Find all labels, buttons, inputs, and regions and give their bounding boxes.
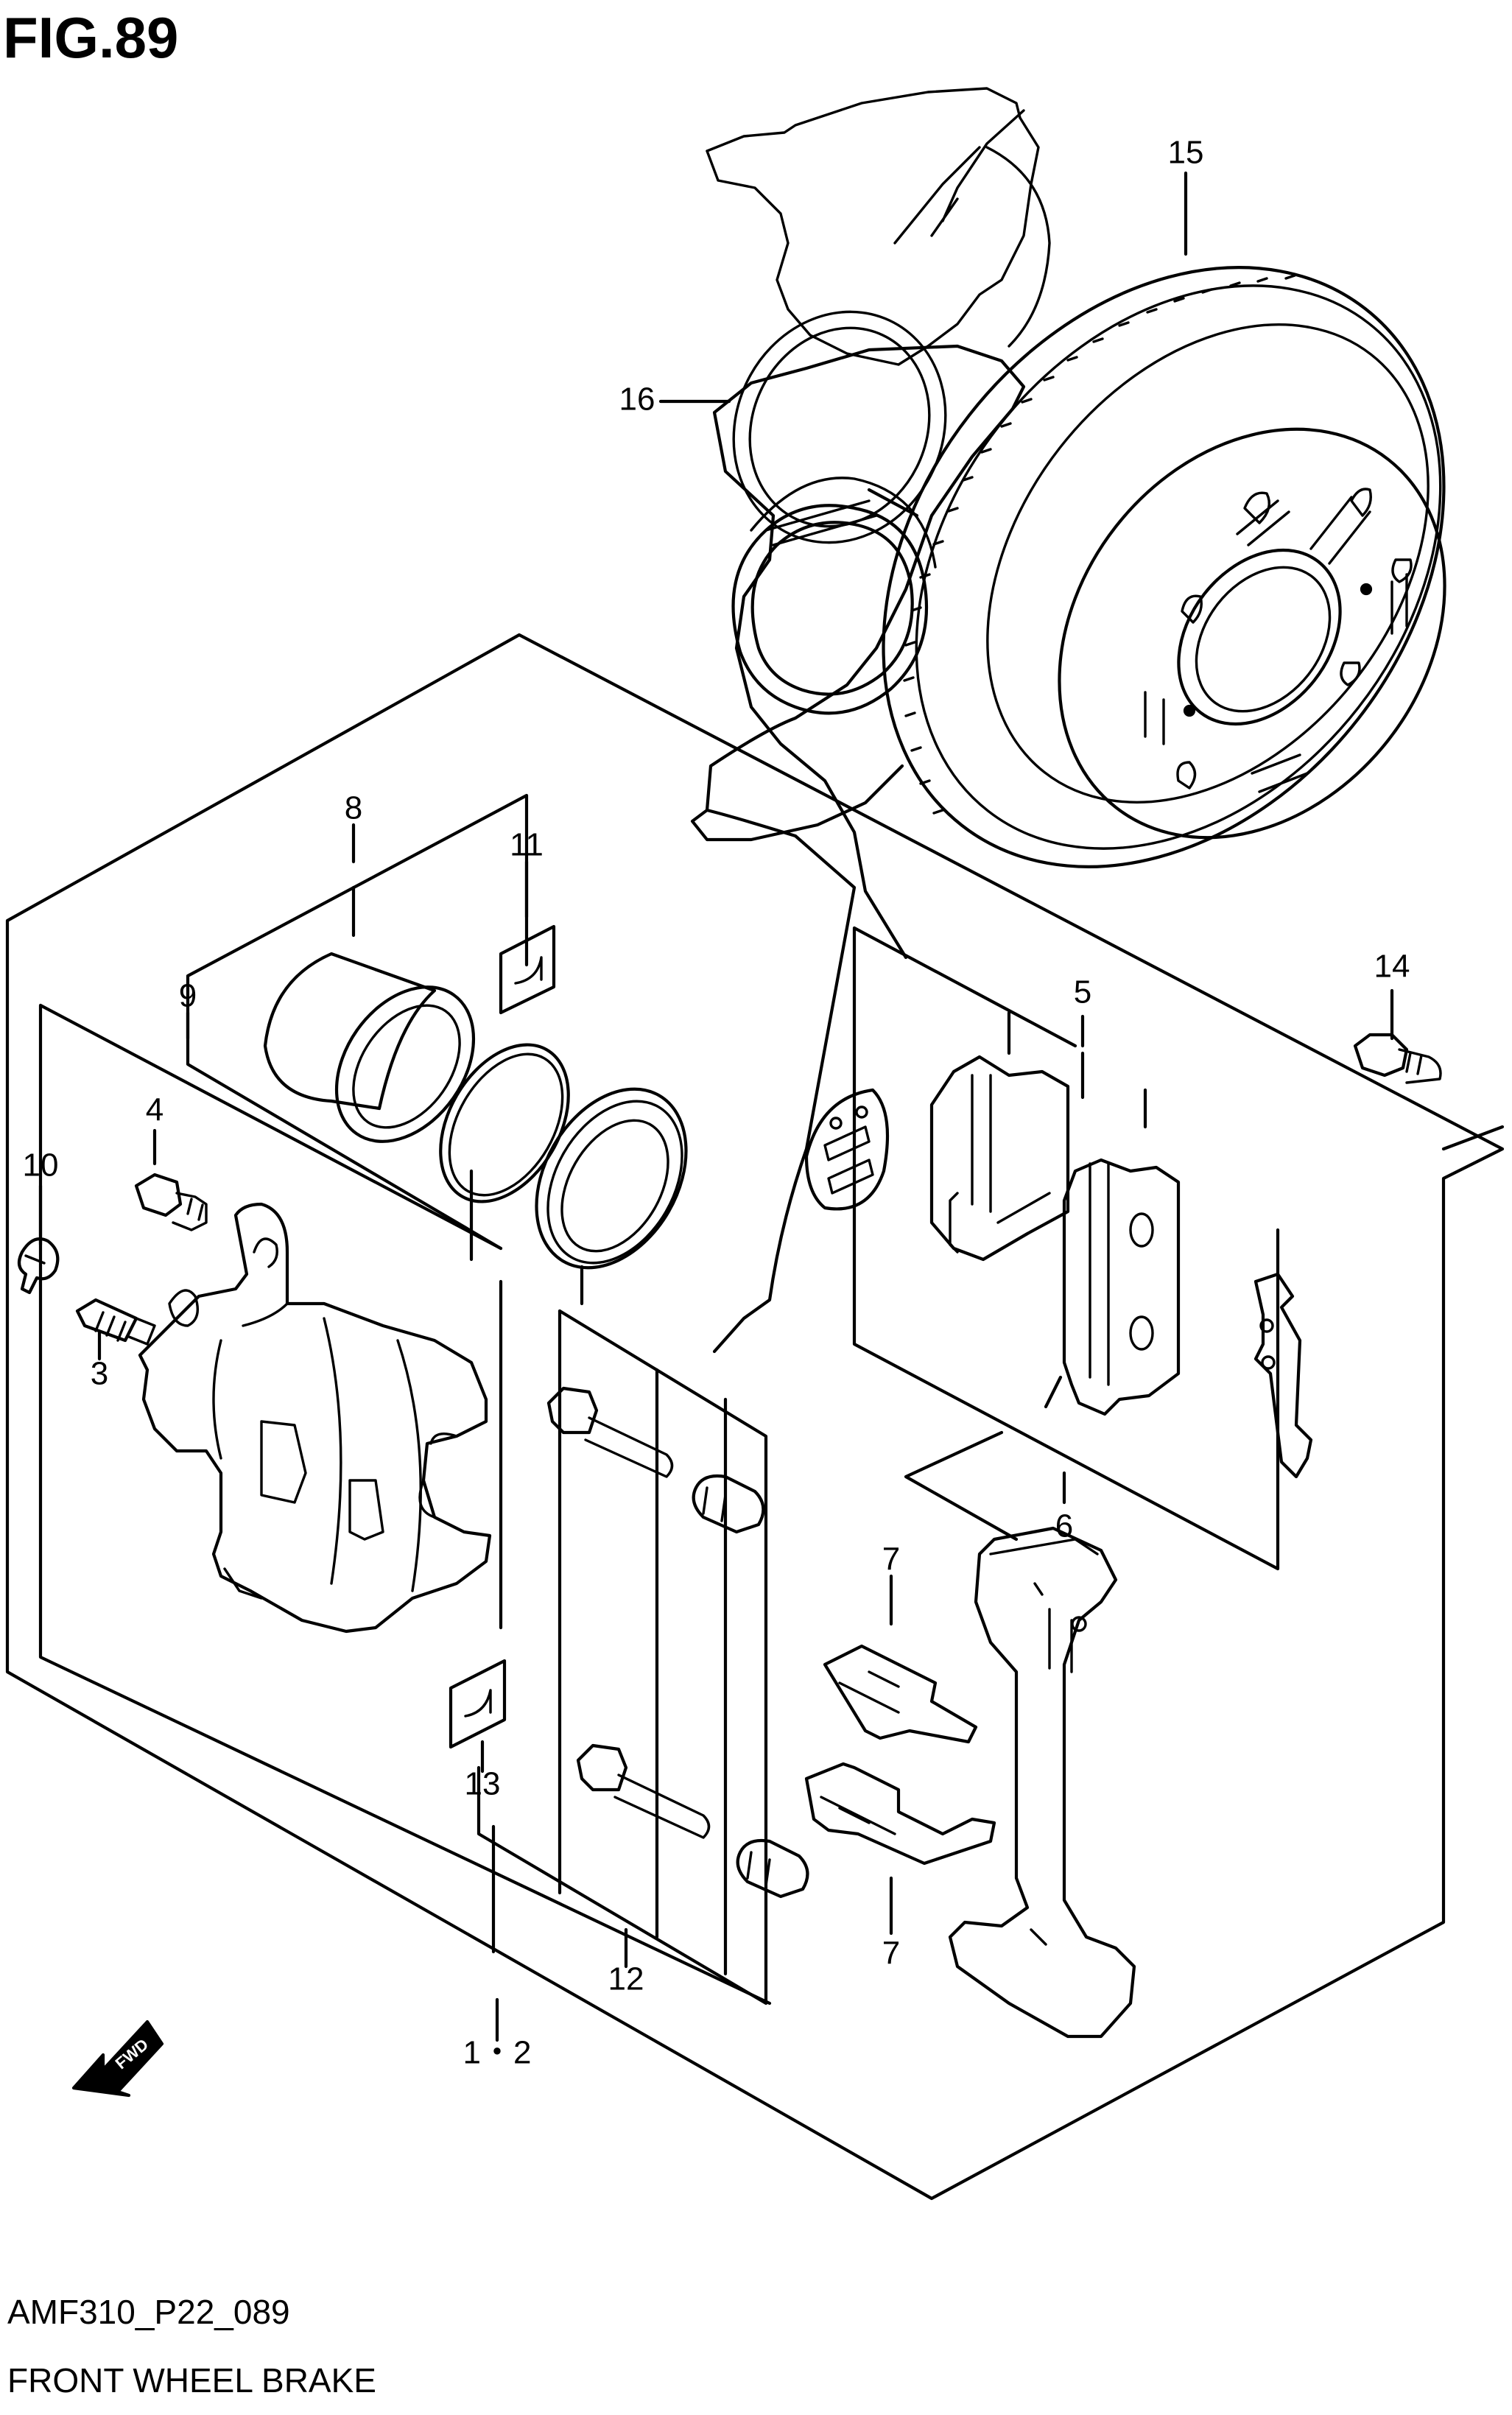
- grease-packet-11: [499, 924, 556, 1015]
- diagram-caption: FRONT WHEEL BRAKE: [7, 2361, 376, 2400]
- pin-boot-lower: [736, 1838, 809, 1899]
- piston-seal: [439, 1043, 570, 1203]
- bracket-bolt-14: [1353, 1033, 1442, 1084]
- caliper-body-bracket: [38, 1003, 772, 2006]
- shim-clip: [804, 1088, 890, 1211]
- pin-boot-upper: [692, 1474, 765, 1534]
- callout-7-upper: 7: [882, 1542, 900, 1578]
- callout-11: 11: [510, 827, 544, 863]
- caliper-bolt-4: [134, 1173, 208, 1231]
- guide-pin-upper: [546, 1386, 674, 1478]
- bleeder-cap: [17, 1237, 60, 1295]
- bleeder-screw: [75, 1298, 156, 1346]
- piston-seal-group-bracket: [186, 793, 584, 1306]
- callout-13: 13: [465, 1766, 501, 1802]
- dust-boot: [535, 1087, 688, 1270]
- callout-labels: 15 16 8 11 9 4 10 3 5 14 6 7 13 7 12 1・2: [23, 135, 1410, 2071]
- disc-dust-shield: [690, 87, 1051, 1354]
- caliper-piston: [263, 952, 476, 1143]
- callout-10: 10: [23, 1147, 59, 1184]
- pad-retainer-clip-lower: [804, 1762, 996, 1866]
- outer-brake-pad: [1062, 1158, 1181, 1416]
- callout-14: 14: [1374, 949, 1410, 985]
- leader-lines: [38, 171, 1394, 2042]
- callout-16: 16: [619, 382, 655, 418]
- grease-packet-13: [449, 1659, 507, 1749]
- callout-6: 6: [1055, 1508, 1073, 1544]
- forward-direction-arrow: FWD: [71, 2019, 164, 2098]
- pad-retainer-clip-upper: [823, 1644, 978, 1744]
- callout-9: 9: [179, 978, 197, 1014]
- callout-3: 3: [91, 1356, 108, 1392]
- inner-brake-pad: [929, 1055, 1070, 1262]
- callout-8: 8: [345, 790, 362, 826]
- diagram-code: AMF310_P22_089: [7, 2293, 290, 2331]
- callout-4: 4: [146, 1092, 163, 1128]
- guide-pin-lower: [576, 1743, 711, 1839]
- callout-7-lower: 7: [882, 1936, 900, 1972]
- brake-caliper-body: [138, 1202, 492, 1634]
- figure-title: FIG.89: [3, 5, 178, 70]
- callout-15: 15: [1168, 135, 1204, 171]
- assembly-outline-box: [5, 633, 1505, 2201]
- brake-disc-rotor: [882, 266, 1446, 868]
- callout-12: 12: [608, 1961, 644, 1997]
- anti-rattle-shim: [1253, 1272, 1313, 1479]
- pad-group-bracket: [852, 926, 1280, 1571]
- callout-1-2: 1・2: [463, 2035, 532, 2071]
- callout-5: 5: [1074, 974, 1091, 1010]
- caliper-support-bracket: [948, 1526, 1136, 2039]
